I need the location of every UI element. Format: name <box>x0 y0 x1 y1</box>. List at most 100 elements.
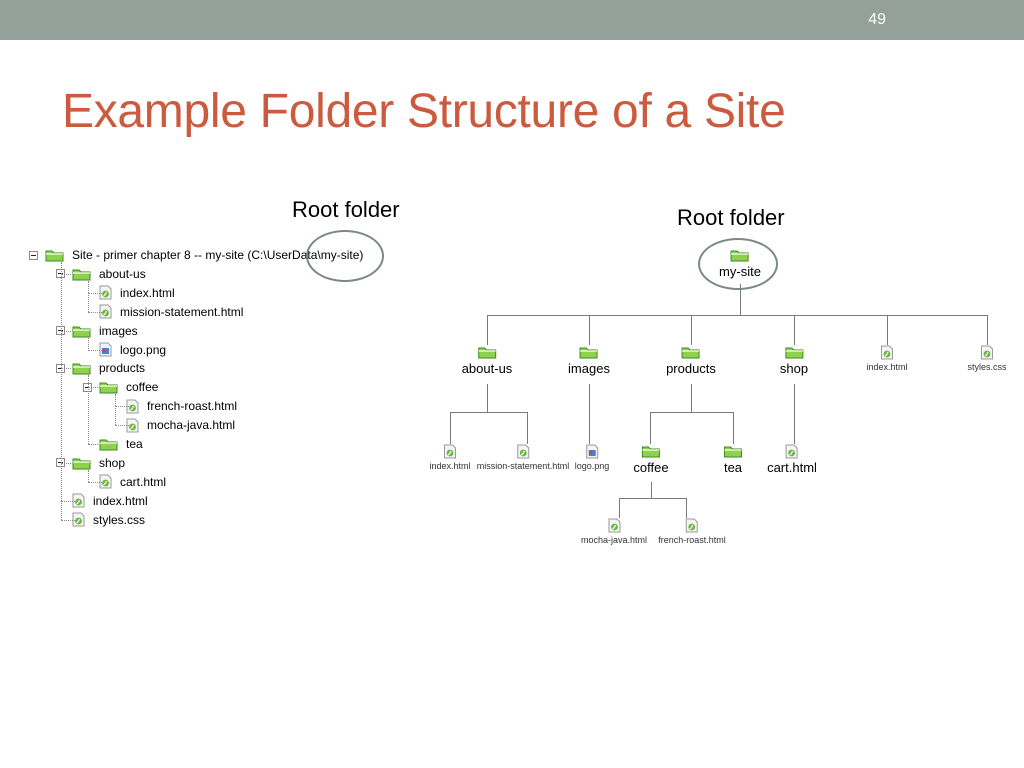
hierarchy-connector <box>651 482 652 498</box>
root-folder-caption-right: Root folder <box>677 205 785 230</box>
hierarchy-connector <box>691 384 692 412</box>
hierarchy-file-node[interactable]: french-roast.html <box>658 518 726 546</box>
folder-icon <box>72 458 91 470</box>
folder-icon <box>724 446 742 458</box>
css-file-icon <box>980 345 993 360</box>
image-file-icon <box>585 444 598 459</box>
tree-item-label: about-us <box>99 266 146 281</box>
hierarchy-connector <box>740 284 741 315</box>
collapse-toggle[interactable] <box>29 250 38 260</box>
html-file-icon <box>99 304 112 319</box>
hierarchy-connector <box>733 412 734 444</box>
hierarchy-connector <box>450 412 528 413</box>
slide-title: Example Folder Structure of a Site <box>62 85 786 138</box>
hierarchy-file-node[interactable]: logo.png <box>574 444 610 472</box>
tree-connector <box>61 273 62 331</box>
folder-icon <box>99 439 118 451</box>
tree-connector <box>88 469 89 482</box>
hierarchy-node-label: products <box>666 361 716 376</box>
tree-file-row[interactable]: mocha-java.html <box>126 416 235 434</box>
tree-connector <box>88 280 89 293</box>
hierarchy-folder-node[interactable]: coffee <box>633 444 669 475</box>
folder-icon <box>45 250 64 262</box>
tree-connector <box>88 387 98 389</box>
html-file-icon <box>686 518 698 533</box>
folder-icon <box>72 269 91 281</box>
tree-item-label: logo.png <box>120 342 167 357</box>
hierarchy-node-label: logo.png <box>574 461 610 471</box>
tree-connector <box>61 500 75 502</box>
tree-file-row[interactable]: mission-statement.html <box>99 303 243 321</box>
hierarchy-node-label: shop <box>779 361 809 376</box>
hierarchy-file-node[interactable]: mission-statement.html <box>476 444 570 472</box>
hierarchy-connector <box>619 498 620 518</box>
tree-folder-row[interactable]: products <box>56 359 145 377</box>
tree-connector <box>88 311 102 313</box>
tree-connector <box>61 519 75 521</box>
tree-item-label: cart.html <box>120 474 167 489</box>
hierarchy-file-node[interactable]: mocha-java.html <box>581 518 647 546</box>
tree-connector <box>88 349 102 351</box>
tree-connector <box>115 394 116 407</box>
tree-file-row[interactable]: index.html <box>72 492 148 510</box>
tree-connector <box>115 406 116 426</box>
tree-file-row[interactable]: styles.css <box>72 511 145 529</box>
tree-item-label: index.html <box>120 285 175 300</box>
hierarchy-connector <box>650 412 734 413</box>
tree-item-label: mocha-java.html <box>147 418 236 433</box>
root-folder-caption-left: Root folder <box>292 197 400 222</box>
tree-connector <box>88 375 89 388</box>
hierarchy-node-label: index.html <box>429 461 471 471</box>
hierarchy-file-node[interactable]: index.html <box>866 345 908 373</box>
hierarchy-connector <box>691 315 692 345</box>
hierarchy-file-node[interactable]: cart.html <box>767 444 817 475</box>
hierarchy-folder-node[interactable]: tea <box>724 444 743 475</box>
html-file-icon <box>444 444 456 459</box>
tree-connector <box>88 387 89 444</box>
tree-file-row[interactable]: index.html <box>99 284 175 302</box>
folder-icon <box>478 347 496 359</box>
tree-connector <box>88 337 89 350</box>
tree-file-row[interactable]: logo.png <box>99 341 166 359</box>
hierarchy-node-label: mission-statement.html <box>476 461 570 471</box>
hierarchy-connector <box>487 315 988 316</box>
html-file-icon <box>517 444 529 459</box>
tree-connector <box>88 292 89 312</box>
html-file-icon <box>126 418 139 433</box>
tree-item-label: styles.css <box>93 512 146 527</box>
hierarchy-connector <box>686 498 687 518</box>
hierarchy-folder-node[interactable]: images <box>568 345 610 376</box>
hierarchy-connector <box>794 315 795 345</box>
hierarchy-node-label: index.html <box>866 362 908 372</box>
tree-folder-row[interactable]: tea <box>83 435 143 453</box>
hierarchy-connector <box>619 498 687 499</box>
html-file-icon <box>72 493 85 508</box>
hierarchy-node-label: cart.html <box>767 460 817 475</box>
tree-item-label: index.html <box>93 493 148 508</box>
hierarchy-node-label: tea <box>723 460 743 475</box>
tree-file-row[interactable]: cart.html <box>99 473 166 491</box>
hierarchy-folder-node[interactable]: products <box>666 345 716 376</box>
tree-folder-row[interactable]: images <box>56 322 138 340</box>
hierarchy-node-label: mocha-java.html <box>580 535 648 545</box>
folder-icon <box>642 446 660 458</box>
tree-connector <box>61 368 71 370</box>
folder-icon <box>99 382 118 394</box>
site-file-tree: Site - primer chapter 8 -- my-site (C:\U… <box>0 0 420 768</box>
tree-folder-row[interactable]: Site - primer chapter 8 -- my-site (C:\U… <box>29 246 363 264</box>
slide-number: 49 <box>868 11 886 28</box>
tree-file-row[interactable]: french-roast.html <box>126 397 237 415</box>
hierarchy-folder-node[interactable]: about-us <box>462 345 512 376</box>
hierarchy-node-label: french-roast.html <box>658 535 726 545</box>
hierarchy-connector <box>650 412 651 444</box>
css-file-icon <box>72 512 85 527</box>
hierarchy-folder-node[interactable]: shop <box>780 345 808 376</box>
tree-item-label: Site - primer chapter 8 -- my-site (C:\U… <box>72 248 364 262</box>
hierarchy-file-node[interactable]: index.html <box>429 444 471 472</box>
html-file-icon <box>881 345 893 360</box>
folder-icon <box>784 347 803 359</box>
html-file-icon <box>126 399 139 414</box>
tree-item-label: shop <box>99 455 126 470</box>
tree-folder-row[interactable]: shop <box>56 454 125 472</box>
hierarchy-file-node[interactable]: styles.css <box>967 345 1007 373</box>
